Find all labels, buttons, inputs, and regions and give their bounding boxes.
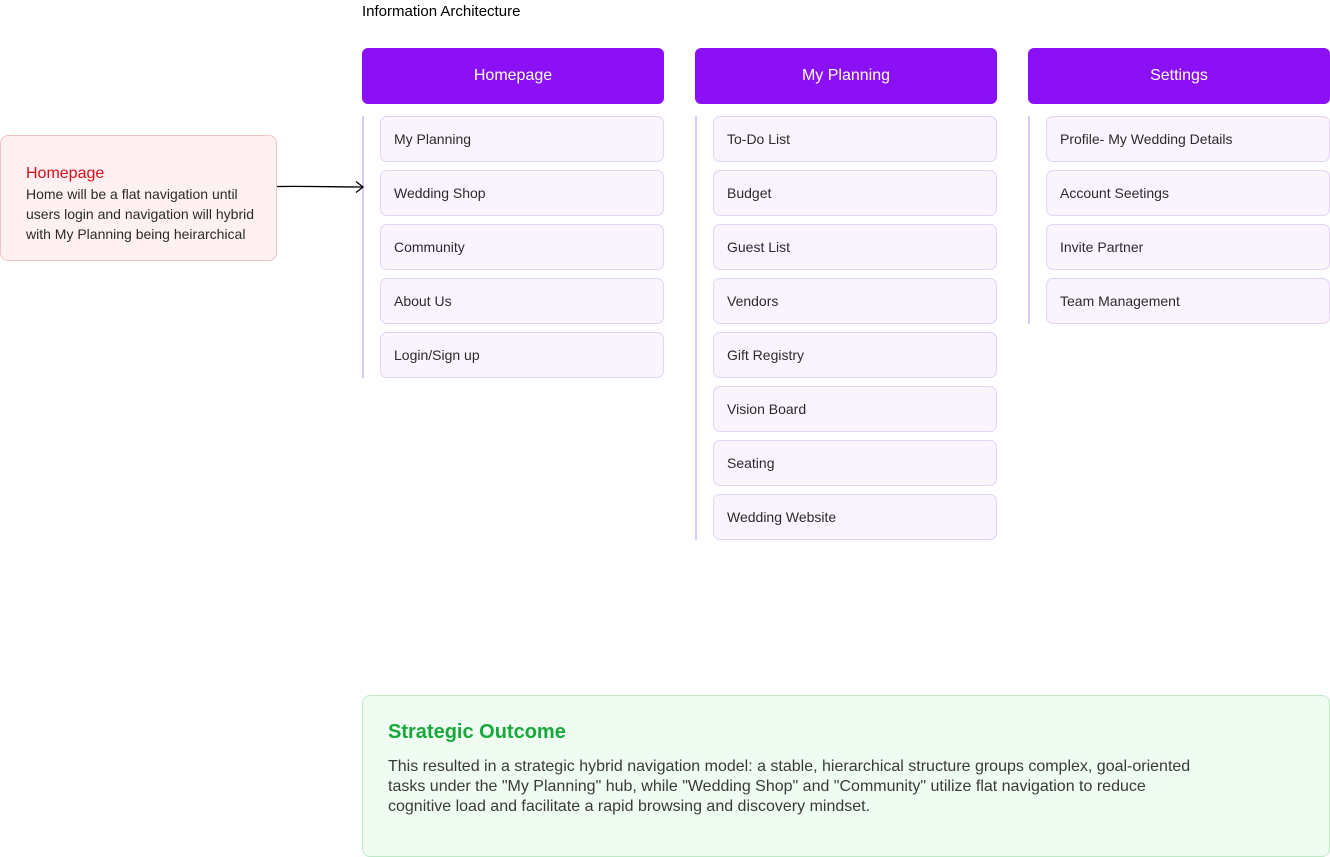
nav-item-team-management[interactable]: Team Management (1046, 278, 1330, 324)
homepage-annotation-note: Homepage Home will be a flat navigation … (0, 135, 277, 261)
nav-item-community[interactable]: Community (380, 224, 664, 270)
column-items-homepage: My Planning Wedding Shop Community About… (362, 116, 664, 378)
column-items-my-planning: To-Do List Budget Guest List Vendors Gif… (695, 116, 997, 540)
nav-item-budget[interactable]: Budget (713, 170, 997, 216)
nav-item-todo-list[interactable]: To-Do List (713, 116, 997, 162)
note-title: Homepage (26, 165, 105, 182)
nav-item-wedding-website[interactable]: Wedding Website (713, 494, 997, 540)
nav-item-guest-list[interactable]: Guest List (713, 224, 997, 270)
column-homepage: Homepage My Planning Wedding Shop Commun… (362, 48, 664, 378)
nav-item-my-planning[interactable]: My Planning (380, 116, 664, 162)
nav-item-wedding-shop[interactable]: Wedding Shop (380, 170, 664, 216)
nav-item-invite-partner[interactable]: Invite Partner (1046, 224, 1330, 270)
nav-item-gift-registry[interactable]: Gift Registry (713, 332, 997, 378)
nav-item-vision-board[interactable]: Vision Board (713, 386, 997, 432)
column-header-my-planning[interactable]: My Planning (695, 48, 997, 104)
page-title: Information Architecture (362, 3, 521, 20)
column-settings: Settings Profile- My Wedding Details Acc… (1028, 48, 1330, 324)
nav-item-vendors[interactable]: Vendors (713, 278, 997, 324)
column-header-settings[interactable]: Settings (1028, 48, 1330, 104)
outcome-title: Strategic Outcome (388, 721, 566, 743)
nav-item-profile-wedding-details[interactable]: Profile- My Wedding Details (1046, 116, 1330, 162)
nav-item-login-signup[interactable]: Login/Sign up (380, 332, 664, 378)
note-text: Home will be a flat navigation until use… (26, 186, 255, 242)
nav-item-seating[interactable]: Seating (713, 440, 997, 486)
connector-arrow-icon (277, 180, 365, 194)
column-header-homepage[interactable]: Homepage (362, 48, 664, 104)
nav-item-account-settings[interactable]: Account Seetings (1046, 170, 1330, 216)
strategic-outcome-panel: Strategic Outcome This resulted in a str… (362, 695, 1330, 857)
outcome-text: This resulted in a strategic hybrid navi… (388, 758, 1191, 815)
column-my-planning: My Planning To-Do List Budget Guest List… (695, 48, 997, 540)
nav-item-about-us[interactable]: About Us (380, 278, 664, 324)
column-items-settings: Profile- My Wedding Details Account Seet… (1028, 116, 1330, 324)
